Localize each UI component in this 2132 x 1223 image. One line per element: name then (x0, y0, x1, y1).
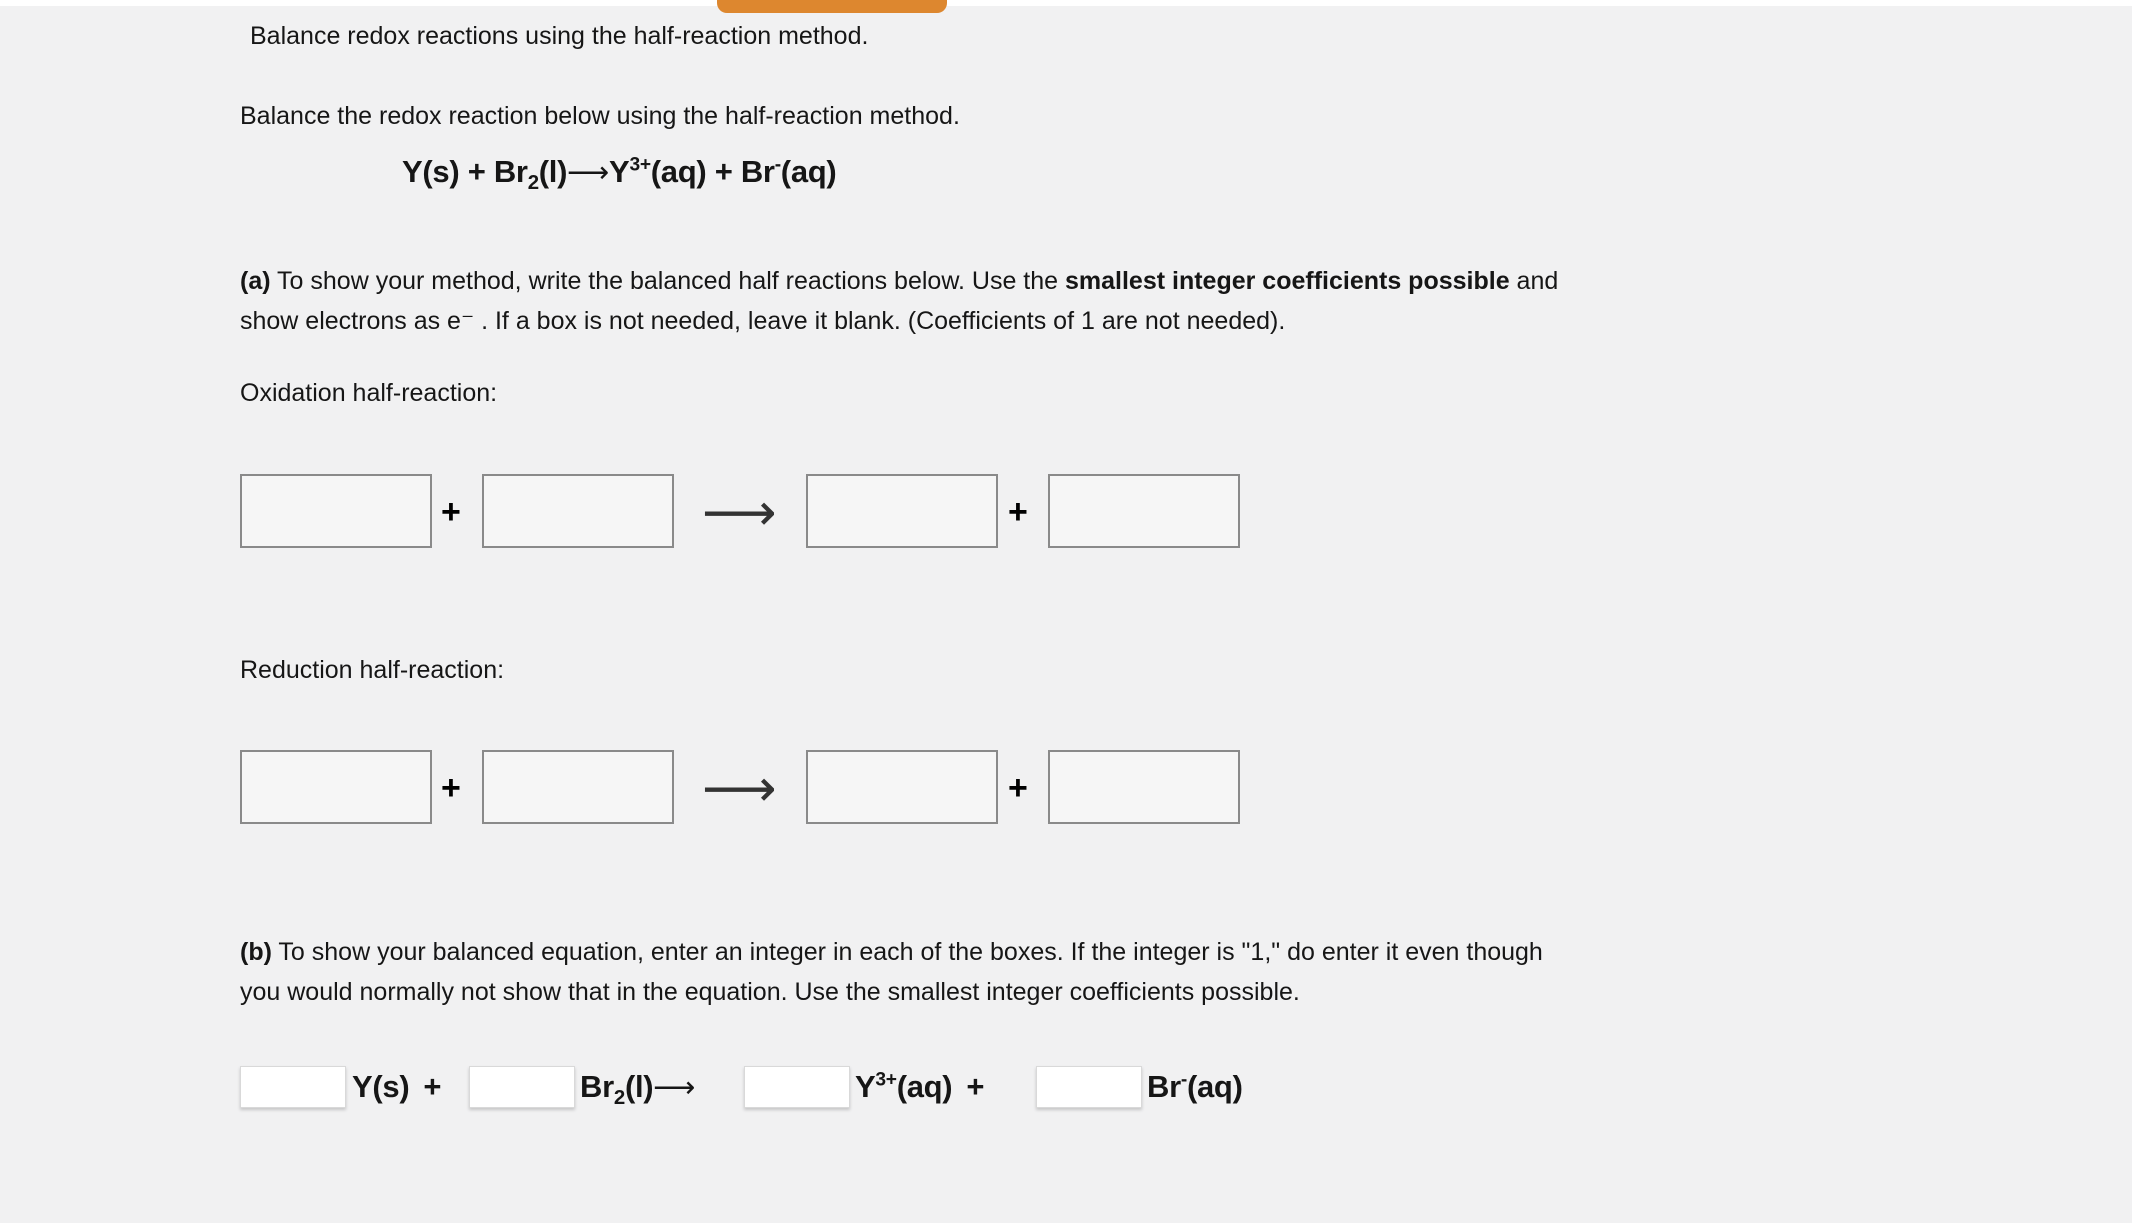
reduction-box-1[interactable] (240, 750, 432, 824)
balanced-eq-reactant2-state: (l) (624, 1069, 654, 1104)
eq-product2: Br (740, 154, 775, 189)
eq-product2-superscript: - (774, 154, 781, 176)
reduction-plus-2: + (1008, 769, 1028, 807)
eq-reactant2: Br (493, 154, 528, 189)
eq-plus2: + (714, 154, 733, 189)
oxidation-box-4[interactable] (1048, 474, 1240, 548)
instruction-b-label: (b) (240, 938, 272, 966)
instruction-a: (a) To show your method, write the balan… (240, 261, 1558, 341)
instruction-a-line2: show electrons as e⁻ . If a box is not n… (240, 307, 1286, 335)
oxidation-arrow-icon: ⟶ (702, 483, 777, 543)
balanced-eq-arrow-icon: ⟶ (653, 1070, 696, 1104)
instruction-a-label: (a) (240, 267, 271, 295)
balanced-eq-product1-superscript: 3+ (875, 1069, 897, 1091)
reduction-plus-1: + (441, 769, 461, 807)
oxidation-label: Oxidation half-reaction: (240, 379, 498, 407)
balanced-eq-plus1: + (423, 1069, 442, 1104)
eq-product1: Y (609, 154, 630, 189)
balanced-eq-term-4: Br-(aq) (1147, 1068, 1243, 1106)
balanced-eq-reactant2-subscript: 2 (613, 1086, 625, 1110)
oxidation-plus-2: + (1008, 493, 1028, 531)
oxidation-box-1[interactable] (240, 474, 432, 548)
oxidation-box-2[interactable] (482, 474, 674, 548)
oxidation-plus-1: + (441, 493, 461, 531)
instruction-a-bold: smallest integer coefficients possible (1065, 267, 1510, 295)
page-title: Balance redox reactions using the half-r… (250, 22, 869, 50)
balanced-eq-reactant2: Br (580, 1069, 614, 1104)
eq-reactant2-subscript: 2 (527, 171, 539, 195)
instruction-b-text: To show your balanced equation, enter an… (271, 938, 1543, 966)
coefficient-box-3[interactable] (744, 1066, 850, 1108)
balanced-eq-product1-state: (aq) (896, 1069, 953, 1104)
intro-text: Balance the redox reaction below using t… (240, 102, 960, 130)
reduction-box-3[interactable] (806, 750, 998, 824)
top-strip (0, 0, 2132, 6)
instruction-b: (b) To show your balanced equation, ente… (240, 932, 1543, 1012)
instruction-a-text: To show your method, write the balanced … (270, 267, 1065, 295)
active-tab-indicator[interactable] (717, 0, 947, 13)
coefficient-box-4[interactable] (1036, 1066, 1142, 1108)
reduction-box-4[interactable] (1048, 750, 1240, 824)
eq-product1-superscript: 3+ (629, 154, 651, 176)
balanced-eq-term-1: Y(s) + (352, 1068, 441, 1106)
eq-product1-state: (aq) (650, 154, 707, 189)
balanced-eq-product2: Br (1147, 1069, 1181, 1104)
reduction-arrow-icon: ⟶ (702, 759, 777, 819)
eq-reactant1: Y(s) (402, 154, 460, 189)
balanced-eq-product1: Y (855, 1069, 876, 1104)
balanced-eq-plus2: + (966, 1069, 985, 1104)
balanced-eq-product2-superscript: - (1180, 1069, 1187, 1091)
given-equation: Y(s) + Br2(l)⟶Y3+(aq) + Br-(aq) (402, 154, 837, 193)
instruction-b-line1: (b) To show your balanced equation, ente… (240, 932, 1543, 972)
balanced-eq-product2-state: (aq) (1186, 1069, 1243, 1104)
instruction-a-text-end: and (1509, 267, 1559, 295)
eq-product2-state: (aq) (780, 154, 837, 189)
reaction-arrow-icon: ⟶ (567, 155, 610, 189)
coefficient-box-2[interactable] (469, 1066, 575, 1108)
eq-plus1: + (467, 154, 486, 189)
coefficient-box-1[interactable] (240, 1066, 346, 1108)
reduction-label: Reduction half-reaction: (240, 656, 505, 684)
balanced-eq-term-3: Y3+(aq) + (855, 1068, 984, 1106)
instruction-a-line1: (a) To show your method, write the balan… (240, 261, 1558, 301)
reduction-box-2[interactable] (482, 750, 674, 824)
instruction-b-line2: you would normally not show that in the … (240, 978, 1300, 1006)
oxidation-box-3[interactable] (806, 474, 998, 548)
eq-reactant2-state: (l) (538, 154, 568, 189)
balanced-eq-term-2: Br2(l)⟶ (580, 1068, 696, 1110)
balanced-eq-reactant1: Y(s) (352, 1069, 410, 1104)
